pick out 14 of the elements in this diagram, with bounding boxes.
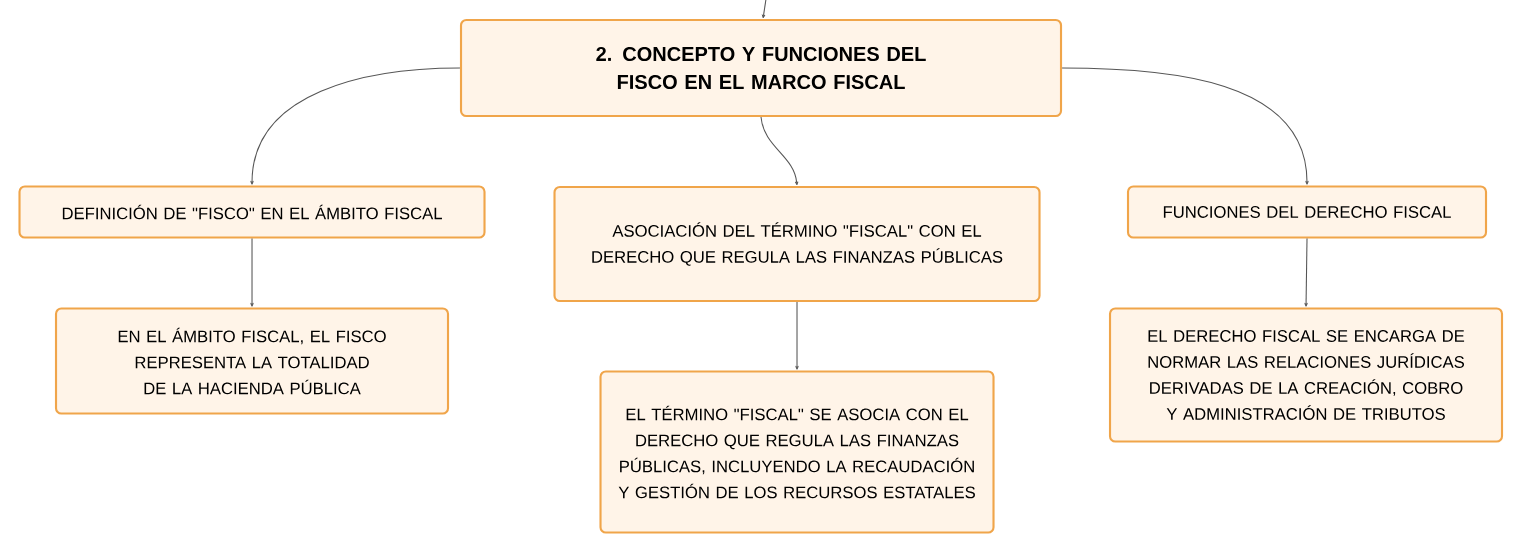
arrow bbox=[761, 0, 767, 19]
arrow bbox=[1061, 67, 1309, 185]
concept-box: 2. CONCEPTO Y FUNCIONES DEL FISCO EN EL MARCO FISCAL bbox=[459, 18, 1063, 118]
arrow bbox=[250, 238, 254, 307]
concept-box: ASOCIACIÓN DEL TÉRMINO "FISCAL" CON EL DERECHO QUE REGULA LAS FINANZAS PÚBLICAS bbox=[553, 185, 1041, 303]
concept-box: EL TÉRMINO "FISCAL" SE ASOCIA CON EL DERECHO QUE REGULA LAS FINANZAS PÚBLICAS, INCLUYENDO LA RECAUDACIÓN Y GESTIÓN DE LOS RECURSOS ESTATALES bbox=[599, 370, 995, 534]
concept-box: EL DERECHO FISCAL SE ENCARGA DE NORMAR LAS RELACIONES JURÍDICAS DERIVADAS DE LA CREACIÓN, COBRO Y ADMINISTRACIÓN DE TRIBUTOS bbox=[1108, 307, 1504, 443]
concept-box: DEFINICIÓN DE "FISCO" EN EL ÁMBITO FISCAL bbox=[18, 185, 486, 239]
arrow bbox=[1304, 238, 1308, 307]
concept-box: FUNCIONES DEL DERECHO FISCAL bbox=[1126, 185, 1488, 239]
concept-box: EN EL ÁMBITO FISCAL, EL FISCO REPRESENTA LA TOTALIDAD DE LA HACIENDA PÚBLICA bbox=[54, 307, 450, 415]
arrow bbox=[250, 67, 461, 185]
arrow bbox=[760, 116, 799, 186]
arrow bbox=[795, 301, 799, 370]
